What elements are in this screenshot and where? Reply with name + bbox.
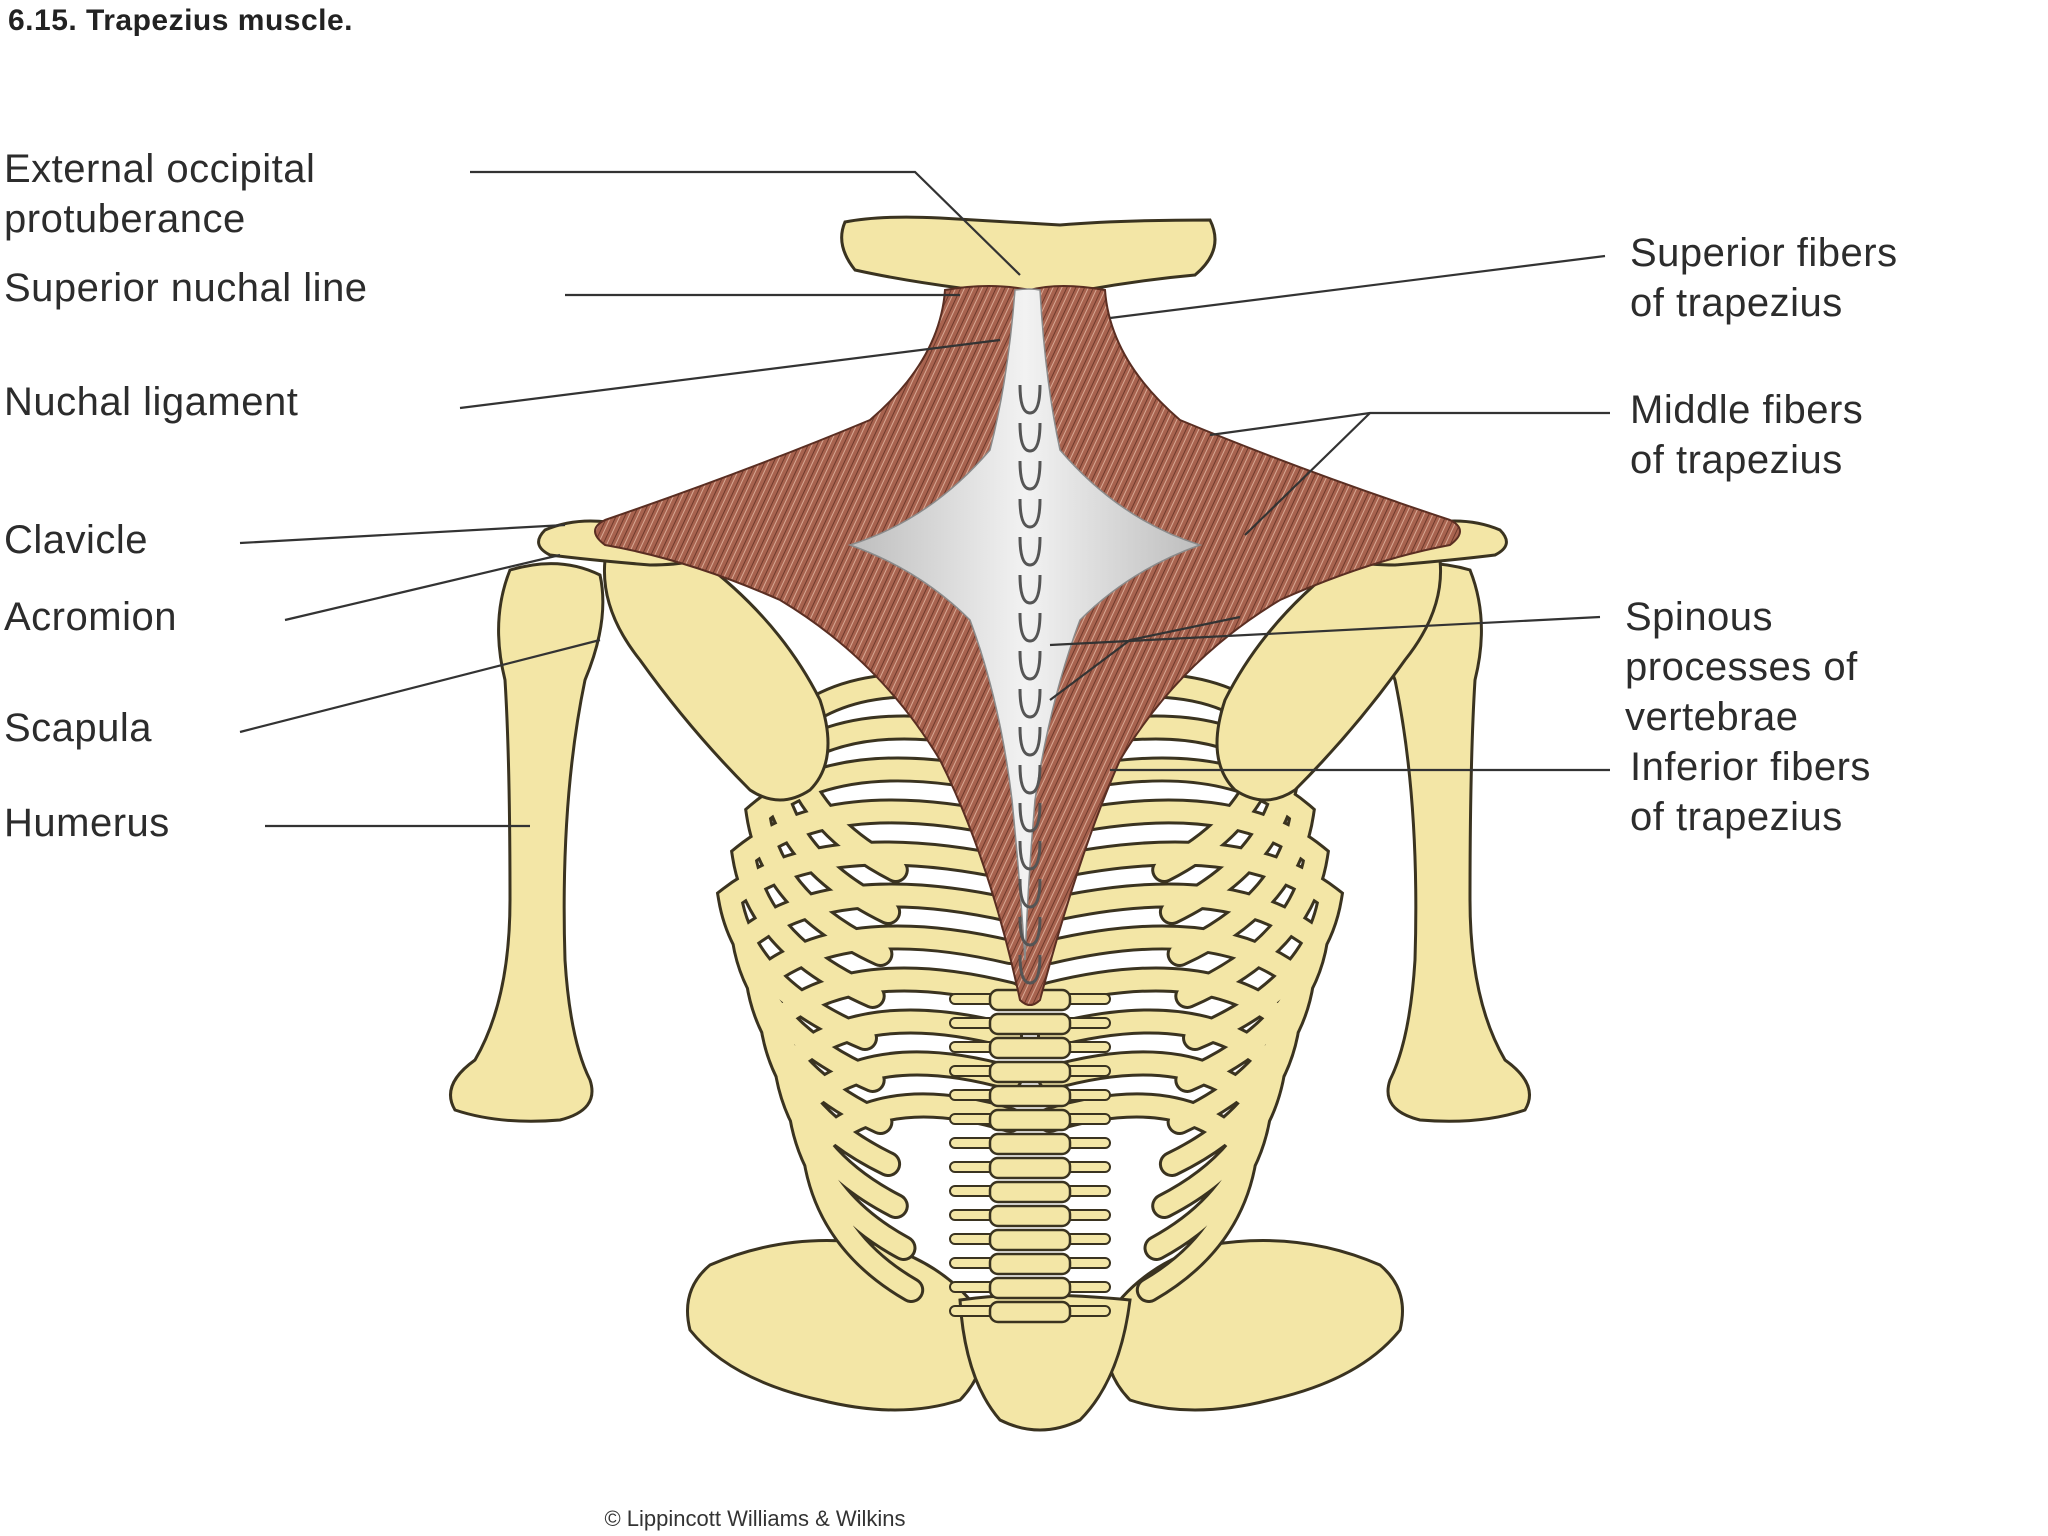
copyright-credit: © Lippincott Williams & Wilkins [604, 1506, 906, 1531]
spinous-process [1018, 650, 1042, 681]
spinous-process [1018, 688, 1042, 719]
left-iliac-bone [686, 1239, 988, 1412]
label-scapula: Scapula [4, 706, 153, 750]
label-external-occipital-protuberance: External occipital protuberance [4, 147, 316, 241]
vertebra [988, 1132, 1072, 1156]
leader-nuchal-ligament [459, 338, 1001, 410]
figure-title: 6.15. Trapezius muscle. [8, 4, 354, 37]
spinous-process [1018, 574, 1042, 605]
leader-middle-fibers [1209, 411, 1610, 437]
spinous-process [1018, 384, 1042, 415]
leader-spinous-1 [1049, 615, 1601, 647]
skull-base [840, 215, 1217, 293]
vertebra [988, 1204, 1072, 1228]
spinous-process [1018, 840, 1042, 871]
label-spinous-processes: Spinous processes of vertebrae [1625, 595, 1858, 739]
spinous-process [1018, 764, 1042, 795]
label-acromion: Acromion [4, 595, 177, 639]
spinous-process [1018, 536, 1042, 567]
vertebra [988, 1036, 1072, 1060]
spinous-process [1018, 916, 1042, 947]
vertebra [988, 1012, 1072, 1036]
spinous-process [1018, 878, 1042, 909]
vertebra [988, 1108, 1072, 1132]
vertebra [988, 1300, 1072, 1324]
label-middle-fibers: Middle fibers of trapezius [1630, 388, 1864, 482]
spinous-process [1018, 498, 1042, 529]
vertebra [988, 1180, 1072, 1204]
spinous-process [1018, 422, 1042, 453]
spinous-process [1018, 612, 1042, 643]
leader-middle-fibers-2 [1244, 412, 1371, 536]
vertebra [988, 1156, 1072, 1180]
label-inferior-fibers: Inferior fibers of trapezius [1630, 745, 1871, 839]
nuchal-ligament-aponeurosis [847, 288, 1203, 961]
vertebra [988, 1252, 1072, 1276]
leader-clavicle [239, 523, 566, 545]
spinous-process [1018, 802, 1042, 833]
label-superior-fibers: Superior fibers of trapezius [1630, 231, 1898, 325]
leader-scapula [239, 638, 601, 734]
spinous-process [1018, 726, 1042, 757]
leader-superior-fibers [1109, 254, 1606, 320]
leader-external-occipital [470, 170, 1021, 276]
vertebra [988, 1084, 1072, 1108]
label-superior-nuchal-line: Superior nuchal line [4, 266, 368, 310]
label-clavicle: Clavicle [4, 518, 149, 562]
label-humerus: Humerus [4, 801, 170, 845]
vertebra [988, 1276, 1072, 1300]
spinous-process [1018, 460, 1042, 491]
leader-spinous-2 [1049, 615, 1241, 701]
right-iliac-bone [1102, 1239, 1404, 1412]
vertebra [988, 1060, 1072, 1084]
left-humerus [449, 562, 605, 1123]
leader-lines [239, 170, 1610, 828]
vertebra [988, 1228, 1072, 1252]
spinous-processes [1018, 384, 1042, 985]
vertebral-column [949, 988, 1111, 1324]
spinous-process [1018, 954, 1042, 985]
leader-acromion [284, 553, 561, 622]
label-nuchal-ligament: Nuchal ligament [4, 380, 299, 424]
